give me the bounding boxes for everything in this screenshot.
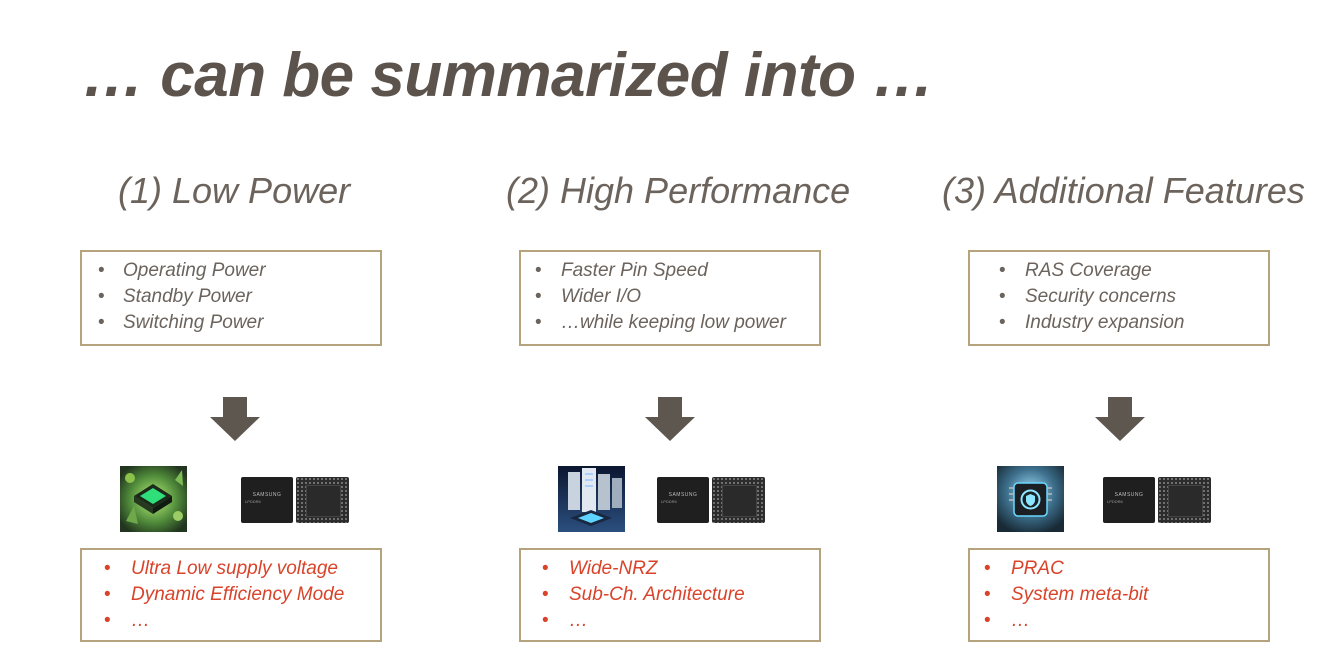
package-top-view: SAMSUNG LPDDR6 — [1103, 477, 1155, 523]
requirements-box-high-performance: •Faster Pin Speed •Wider I/O •…while kee… — [519, 250, 821, 346]
package-bottom-view — [1158, 477, 1211, 523]
column-title: High Performance — [560, 170, 851, 211]
column-title: Low Power — [172, 170, 351, 211]
lpddr6-package-image: SAMSUNG LPDDR6 — [1103, 477, 1211, 523]
lpddr6-package-image: SAMSUNG LPDDR6 — [241, 477, 349, 523]
list-item: •Standby Power — [98, 286, 252, 307]
list-item: •Sub-Ch. Architecture — [542, 584, 745, 605]
list-item: •Security concerns — [999, 286, 1177, 307]
solutions-box-low-power: •Ultra Low supply voltage •Dynamic Effic… — [80, 548, 382, 642]
low-power-chip-illustration — [120, 466, 187, 532]
list-item: •… — [104, 610, 150, 631]
lpddr6-package-image: SAMSUNG LPDDR6 — [657, 477, 765, 523]
package-part-label: LPDDR6 — [661, 499, 677, 504]
list-item: •Industry expansion — [999, 312, 1185, 333]
security-chip-illustration — [997, 466, 1064, 532]
down-arrow-icon — [210, 397, 260, 441]
list-item: •Operating Power — [98, 260, 266, 281]
list-item: •… — [984, 610, 1030, 631]
list-item: •Faster Pin Speed — [535, 260, 708, 281]
column-heading-low-power: (1) Low Power — [118, 170, 350, 212]
solutions-box-additional-features: •PRAC •System meta-bit •… — [968, 548, 1270, 642]
list-item: •RAS Coverage — [999, 260, 1152, 281]
list-item: •PRAC — [984, 558, 1064, 579]
solutions-box-high-performance: •Wide-NRZ •Sub-Ch. Architecture •… — [519, 548, 821, 642]
list-item: •… — [542, 610, 588, 631]
column-number: (3) — [942, 170, 986, 211]
column-number: (2) — [506, 170, 550, 211]
list-item: •Switching Power — [98, 312, 264, 333]
package-brand-label: SAMSUNG — [1114, 492, 1144, 498]
down-arrow-icon — [645, 397, 695, 441]
package-top-view: SAMSUNG LPDDR6 — [241, 477, 293, 523]
column-number: (1) — [118, 170, 162, 211]
package-bottom-view — [712, 477, 765, 523]
high-performance-server-illustration — [558, 466, 625, 532]
package-part-label: LPDDR6 — [245, 499, 261, 504]
package-top-view: SAMSUNG LPDDR6 — [657, 477, 709, 523]
list-item: •Wider I/O — [535, 286, 642, 307]
list-item: •…while keeping low power — [535, 312, 786, 333]
column-title: Additional Features — [994, 170, 1305, 211]
package-bottom-view — [296, 477, 349, 523]
list-item: •System meta-bit — [984, 584, 1149, 605]
requirements-box-additional-features: •RAS Coverage •Security concerns •Indust… — [968, 250, 1270, 346]
list-item: •Wide-NRZ — [542, 558, 658, 579]
list-item: •Dynamic Efficiency Mode — [104, 584, 345, 605]
list-item: •Ultra Low supply voltage — [104, 558, 338, 579]
down-arrow-icon — [1095, 397, 1145, 441]
package-brand-label: SAMSUNG — [668, 492, 698, 498]
package-brand-label: SAMSUNG — [252, 492, 282, 498]
column-heading-additional-features: (3) Additional Features — [942, 170, 1305, 212]
column-heading-high-performance: (2) High Performance — [506, 170, 850, 212]
package-part-label: LPDDR6 — [1107, 499, 1123, 504]
requirements-box-low-power: •Operating Power •Standby Power •Switchi… — [80, 250, 382, 346]
slide-title: … can be summarized into … — [82, 41, 934, 110]
